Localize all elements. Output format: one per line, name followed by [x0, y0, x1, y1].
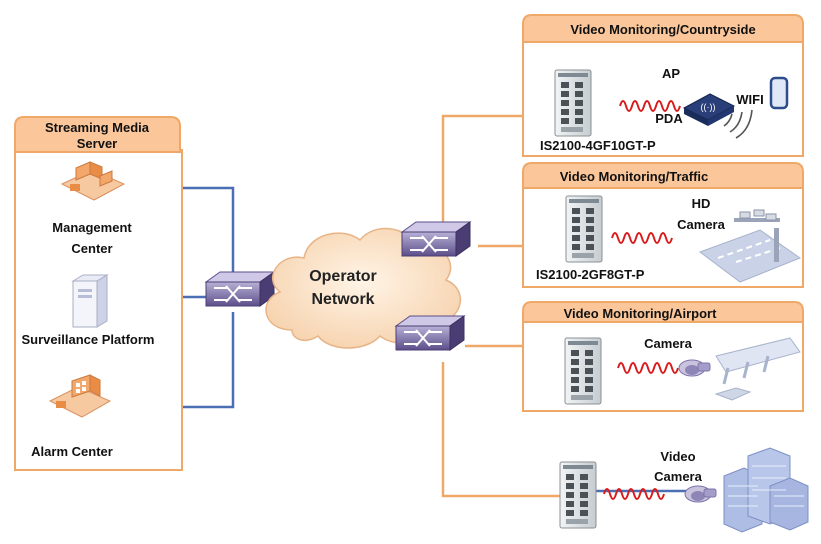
countryside-switch-model: IS2100-4GF10GT-P [540, 138, 656, 153]
countryside-title: Video Monitoring/Countryside [570, 22, 755, 37]
core-switch-icon [205, 271, 275, 307]
server-panel-title-line2: Server [77, 136, 117, 151]
wifi-waves-icon [723, 109, 753, 139]
management-label-line2: Center [71, 241, 112, 256]
link-bottom [441, 362, 560, 498]
video-camera-label: Camera [654, 469, 702, 484]
cloud-label-line1: Operator [309, 268, 377, 285]
wifi-label: WIFI [736, 92, 763, 107]
airport-panel: Video Monitoring/Airport Camera [522, 301, 804, 412]
bottom-site: Video Camera [559, 447, 809, 533]
surveillance-label: Surveillance Platform [22, 332, 155, 347]
industrial-switch-icon [554, 69, 592, 137]
traffic-title: Video Monitoring/Traffic [560, 169, 709, 184]
server-panel-title-line1: Streaming Media [45, 120, 150, 135]
airport-title: Video Monitoring/Airport [564, 306, 718, 321]
link-countryside [441, 114, 555, 222]
access-point-icon: ((·)) [682, 93, 736, 126]
server-icon [71, 274, 109, 328]
airport-camera-label: Camera [644, 336, 692, 351]
ap-label: AP [662, 66, 680, 81]
airport-terminal-icon [714, 337, 801, 401]
video-label: Video [660, 449, 695, 464]
streaming-media-server-panel: Streaming Media Server Management Center… [14, 116, 183, 471]
buildings-icon [723, 447, 809, 533]
edge-switch-upper-icon [401, 221, 471, 257]
dome-camera-icon [684, 485, 717, 503]
industrial-switch-icon [565, 195, 603, 263]
traffic-road-icon [698, 209, 802, 283]
pda-icon [769, 76, 789, 110]
svg-text:((·)): ((·)) [701, 102, 716, 112]
traffic-switch-model: IS2100-2GF8GT-P [536, 267, 645, 282]
pda-label: PDA [655, 111, 683, 126]
edge-switch-lower-icon [395, 315, 465, 351]
industrial-switch-icon [564, 337, 602, 405]
industrial-switch-icon [559, 461, 597, 529]
camera-label: Camera [677, 217, 725, 232]
alarm-center-icon [48, 374, 112, 418]
hd-label: HD [692, 196, 711, 211]
alarm-label: Alarm Center [31, 444, 113, 459]
cloud-label-line2: Network [311, 291, 374, 308]
traffic-panel: Video Monitoring/Traffic HD Camera IS210… [522, 162, 804, 288]
countryside-panel: Video Monitoring/Countryside AP ((·)) WI… [522, 14, 804, 157]
management-label-line1: Management [52, 220, 132, 235]
management-center-icon [60, 161, 126, 201]
